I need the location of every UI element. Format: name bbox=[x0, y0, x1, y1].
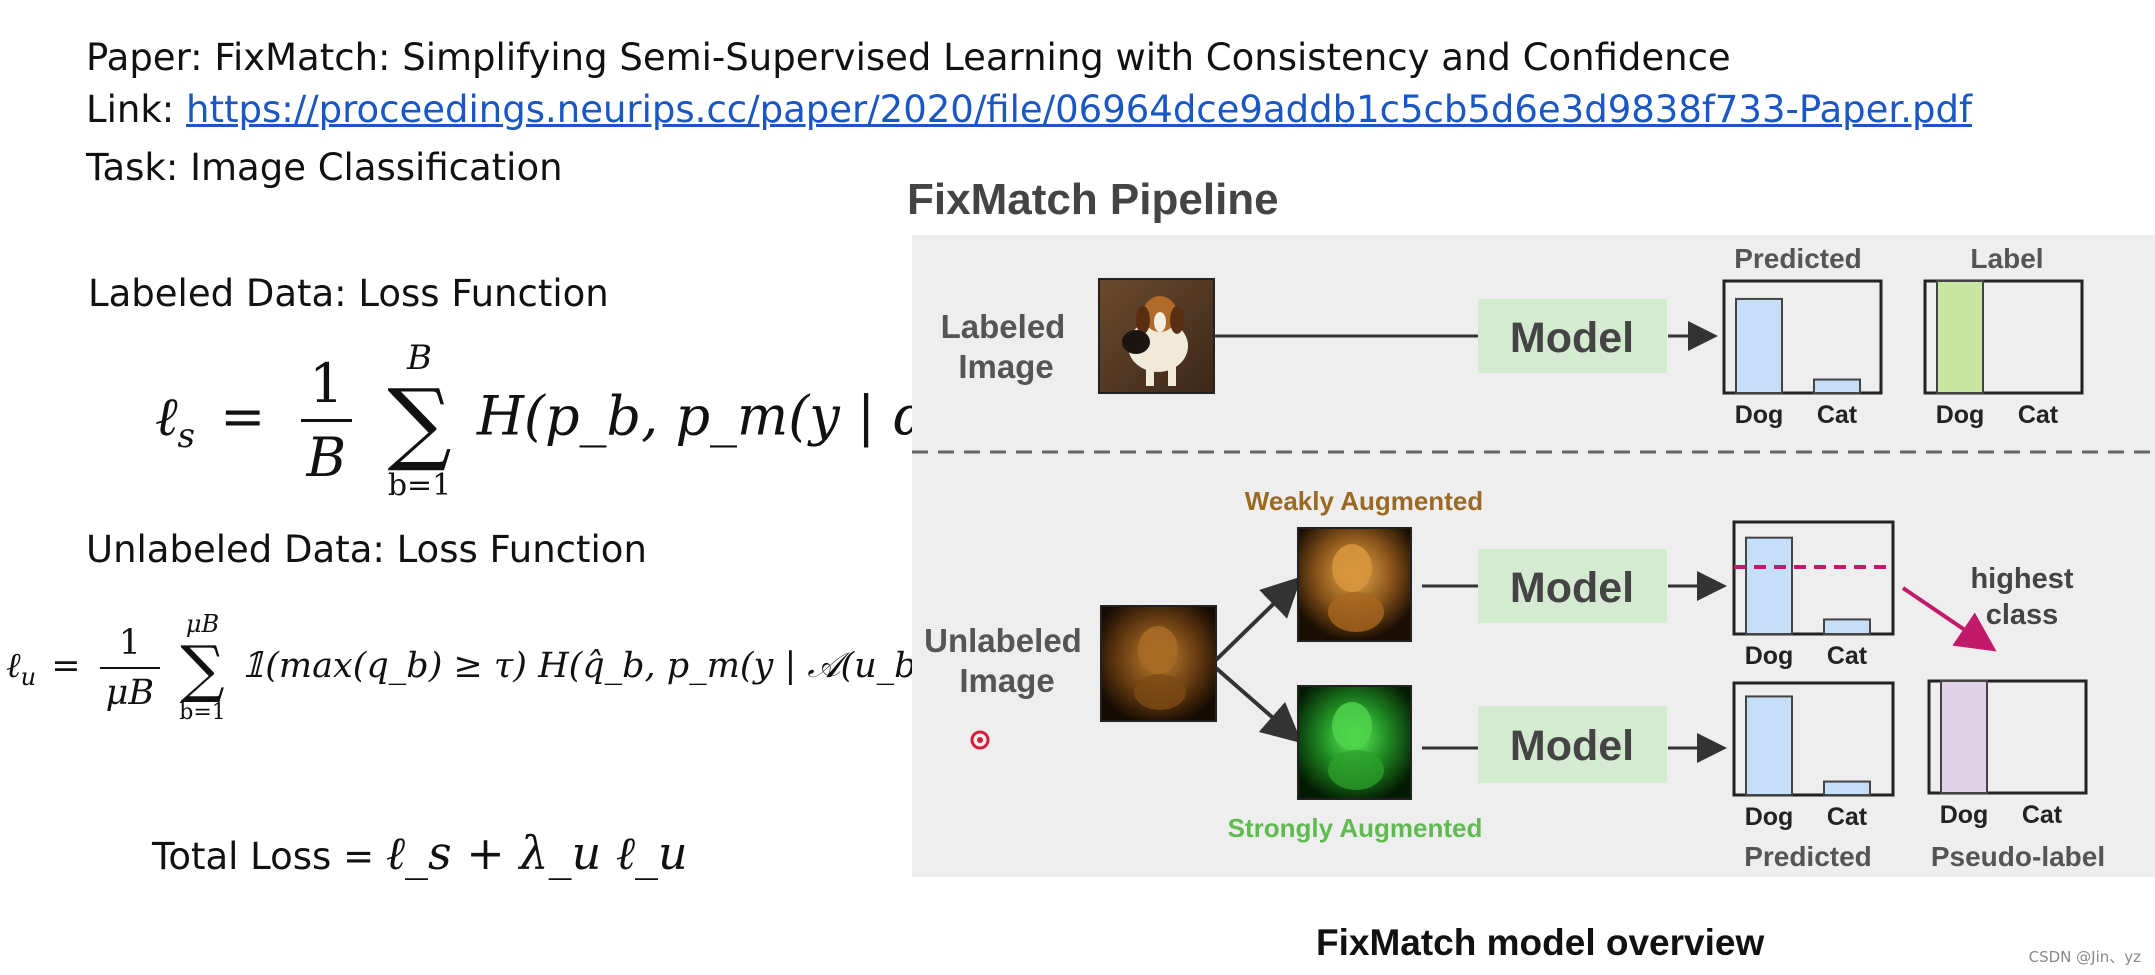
labeled-frac-den: B bbox=[300, 419, 353, 489]
bar-cat bbox=[1813, 378, 1861, 394]
task-line: Task: Image Classification bbox=[86, 146, 563, 189]
bar-cat bbox=[1823, 618, 1871, 636]
unlabeled-sum-upper: μB bbox=[185, 610, 220, 638]
unlabeled-lhs: ℓu bbox=[6, 646, 37, 691]
unlabeled-sum-symbol: ∑ bbox=[180, 632, 225, 705]
highest-class-arrow bbox=[1901, 586, 1997, 652]
tick-dog: Dog bbox=[1745, 803, 1794, 831]
labeled-predicted-chart: Dog Cat bbox=[1722, 279, 1883, 429]
weak-aug-dog-image bbox=[1297, 527, 1412, 642]
figure-caption: FixMatch model overview bbox=[1316, 922, 1765, 963]
weakly-augmented-label: Weakly Augmented bbox=[1245, 486, 1483, 516]
weak-predicted-chart: Dog Cat bbox=[1732, 520, 1895, 670]
link-prefix: Link: bbox=[86, 88, 186, 131]
total-loss-formula: ℓ_s + λ_u ℓ_u bbox=[385, 826, 688, 880]
unlabeled-frac-num: 1 bbox=[118, 622, 142, 663]
bar-cat bbox=[1823, 780, 1871, 796]
label-title: Label bbox=[1970, 243, 2043, 274]
labeled-equals: = bbox=[220, 384, 266, 448]
tick-cat: Cat bbox=[2018, 401, 2059, 429]
unlabeled-image-label-line2: Image bbox=[959, 662, 1054, 699]
strong-aug-dog-image bbox=[1297, 685, 1412, 800]
highest-class-line1: highest bbox=[1970, 563, 2073, 595]
highest-class-line2: class bbox=[1986, 599, 2059, 631]
strong-model-label: Model bbox=[1510, 722, 1634, 770]
paper-link[interactable]: https://proceedings.neurips.cc/paper/202… bbox=[186, 88, 1973, 131]
weak-model-label: Model bbox=[1510, 564, 1634, 612]
labeled-image-label-line1: Labeled bbox=[941, 308, 1066, 345]
labeled-fraction: 1 B bbox=[300, 352, 353, 489]
unlabeled-loss-formula: ℓu = 1 μB μB ∑ b=1 𝟙(max(q_b) ≥ τ) H(q̂_… bbox=[6, 610, 958, 725]
bar-dog bbox=[1745, 695, 1793, 796]
unlabeled-equals: = bbox=[51, 646, 81, 686]
unlabeled-frac-den: μB bbox=[99, 666, 161, 713]
weak-model-box bbox=[1478, 549, 1667, 623]
strong-predicted-title: Predicted bbox=[1744, 841, 1872, 872]
pseudo-label-title: Pseudo-label bbox=[1931, 841, 2105, 872]
unlabeled-sum-lower: b=1 bbox=[179, 700, 226, 725]
pipeline-title: FixMatch Pipeline bbox=[907, 175, 1279, 224]
total-loss-label: Total Loss = bbox=[152, 835, 386, 878]
unlabeled-loss-title: Unlabeled Data: Loss Function bbox=[86, 528, 647, 571]
bar-dog bbox=[1936, 280, 1984, 394]
tick-cat: Cat bbox=[2022, 801, 2063, 829]
arrow-to-strong bbox=[1214, 666, 1303, 744]
cursor-dot bbox=[970, 730, 990, 750]
labeled-lhs: ℓs bbox=[155, 384, 195, 456]
arrow-to-weak bbox=[1214, 576, 1302, 662]
tick-cat: Cat bbox=[1817, 401, 1858, 429]
labeled-sum-upper: B bbox=[407, 338, 433, 378]
pseudo-label-chart: Dog Cat bbox=[1927, 679, 2088, 829]
unlabeled-image-label-line1: Unlabeled bbox=[924, 622, 1082, 659]
tick-dog: Dog bbox=[1745, 642, 1794, 670]
unlabeled-body: 𝟙(max(q_b) ≥ τ) H(q̂_b, p_m(y | 𝒜(u_b))) bbox=[240, 646, 958, 686]
unlabeled-fraction: 1 μB bbox=[99, 622, 161, 713]
labeled-sum-lower: b=1 bbox=[387, 468, 452, 503]
tick-dog: Dog bbox=[1735, 401, 1784, 429]
tick-dog: Dog bbox=[1936, 401, 1985, 429]
bar-dog bbox=[1735, 297, 1783, 395]
labeled-sum-symbol: ∑ bbox=[387, 370, 452, 475]
link-line: Link: https://proceedings.neurips.cc/pap… bbox=[86, 88, 1972, 131]
unlabeled-dog-image bbox=[1100, 605, 1217, 722]
tick-dog: Dog bbox=[1940, 801, 1989, 829]
strong-predicted-chart: Dog Cat bbox=[1732, 681, 1895, 831]
labeled-frac-num: 1 bbox=[309, 352, 344, 415]
bar-dog bbox=[1745, 536, 1793, 635]
tick-cat: Cat bbox=[1827, 803, 1868, 831]
labeled-image-label-line2: Image bbox=[958, 348, 1053, 385]
paper-line: Paper: FixMatch: Simplifying Semi-Superv… bbox=[86, 36, 1731, 79]
watermark: CSDN @Jin、yz bbox=[2028, 948, 2141, 966]
strong-model-box bbox=[1478, 706, 1667, 783]
labeled-loss-title: Labeled Data: Loss Function bbox=[88, 272, 609, 315]
labeled-model-label: Model bbox=[1510, 314, 1634, 362]
tick-cat: Cat bbox=[1827, 642, 1868, 670]
labeled-predicted-title: Predicted bbox=[1734, 243, 1862, 274]
unlabeled-sum: μB ∑ b=1 bbox=[179, 610, 226, 725]
total-loss: Total Loss = ℓ_s + λ_u ℓ_u bbox=[152, 826, 688, 880]
bar-dog bbox=[1940, 680, 1988, 794]
labeled-model-box bbox=[1478, 299, 1667, 373]
labeled-dog-image bbox=[1098, 278, 1215, 394]
labeled-sum: B ∑ b=1 bbox=[387, 338, 451, 503]
strongly-augmented-label: Strongly Augmented bbox=[1228, 813, 1483, 843]
label-chart: Dog Cat bbox=[1923, 279, 2084, 429]
